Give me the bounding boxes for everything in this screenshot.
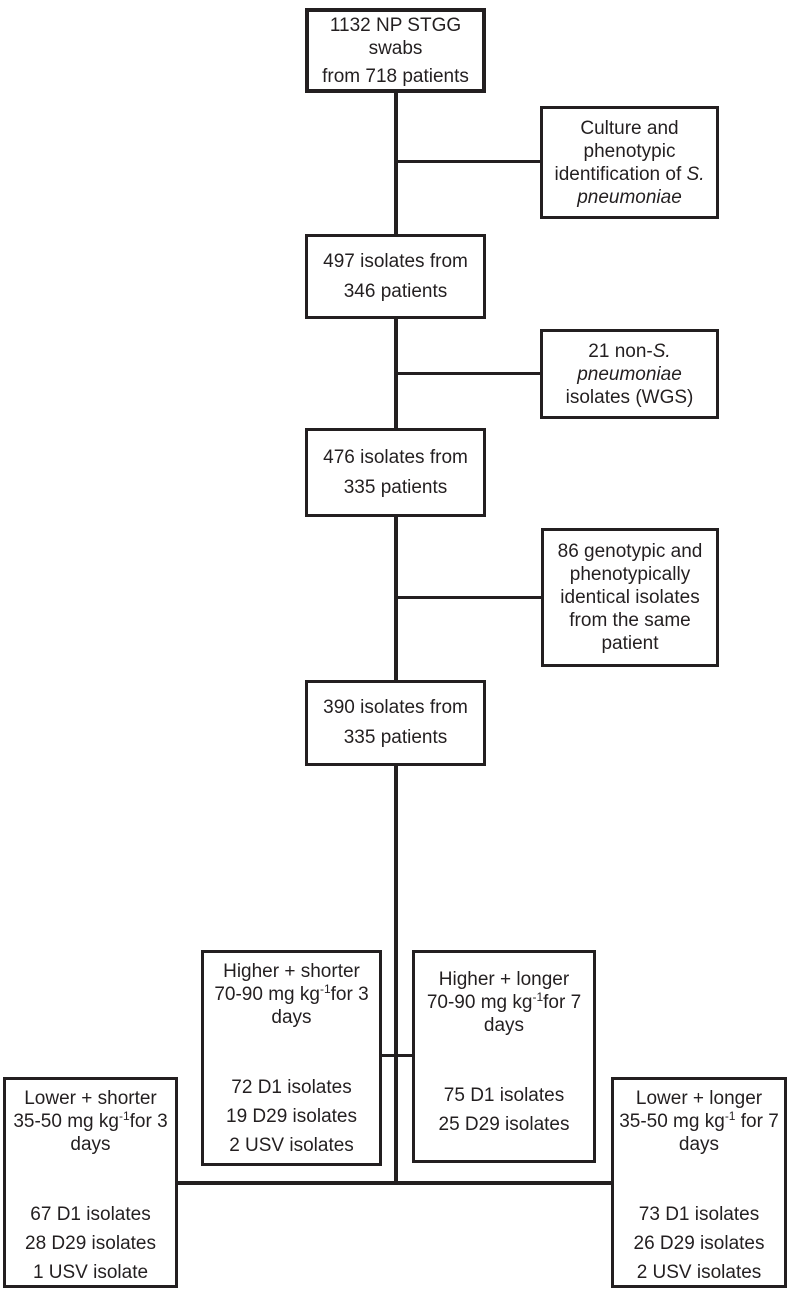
dose-superscript: -1 (532, 990, 544, 1004)
arm-stat-line: 25 D29 isolates (438, 1114, 570, 1135)
arm-stat-line: 67 D1 isolates (30, 1204, 151, 1225)
arm-title: Lower + shorter (24, 1088, 157, 1109)
arm-stat-line: 26 D29 isolates (633, 1233, 765, 1254)
box-476-isolates: 476 isolates from 335 patients (305, 428, 486, 517)
arm-title: Higher + shorter (223, 961, 360, 982)
arm-title: Higher + longer (438, 969, 570, 990)
identical-isolates-text: 86 genotypic and phenotypically identica… (557, 541, 703, 654)
arm-stats: 72 D1 isolates 19 D29 isolates 2 USV iso… (226, 1073, 357, 1160)
isolates-497-text: 497 isolates from 346 patients (323, 250, 468, 302)
arm-dose-text: 35-50 mg kg-1 for 7 days (619, 1109, 779, 1155)
non-pneumoniae-text: 21 non-S. pneumoniae isolates (WGS) (565, 340, 694, 408)
arm-stat-line: 73 D1 isolates (638, 1204, 760, 1225)
box-497-isolates: 497 isolates from 346 patients (305, 234, 486, 319)
swabs-patients-text: from 718 patients (322, 65, 469, 87)
arm-title: Lower + longer (635, 1088, 763, 1109)
dose-superscript: -1 (724, 1109, 736, 1123)
box-arm-higher-longer: Higher + longer 70-90 mg kg-1for 7 days … (412, 950, 596, 1163)
culture-identification-text: Culture and phenotypic identification of… (554, 117, 705, 208)
arm-stat-line: 2 USV isolates (229, 1135, 354, 1156)
arm-stat-line: 75 D1 isolates (443, 1085, 565, 1106)
arm-stat-line: 19 D29 isolates (226, 1106, 357, 1127)
arm-dose-text: 70-90 mg kg-1for 7 days (426, 990, 582, 1036)
box-arm-lower-longer: Lower + longer 35-50 mg kg-1 for 7 days … (611, 1077, 787, 1288)
dose-superscript: -1 (319, 982, 331, 996)
connector-stub-identical (397, 596, 543, 599)
connector-stub-culture (397, 160, 542, 163)
species-italic-text: S. pneumoniae (577, 163, 705, 208)
box-arm-lower-shorter: Lower + shorter 35-50 mg kg-1for 3 days … (3, 1077, 178, 1288)
isolates-390-text: 390 isolates from 335 patients (323, 697, 468, 748)
arm-stats: 67 D1 isolates 28 D29 isolates 1 USV iso… (25, 1200, 156, 1287)
arm-dose-text: 35-50 mg kg-1for 3 days (13, 1109, 168, 1155)
dose-superscript: -1 (118, 1109, 130, 1123)
arm-dose-text: 70-90 mg kg-1for 3 days (214, 982, 369, 1028)
arm-stats: 73 D1 isolates 26 D29 isolates 2 USV iso… (634, 1200, 765, 1287)
box-identical-isolates-excluded: 86 genotypic and phenotypically identica… (541, 528, 719, 667)
connector-bottom-horizontal (176, 1181, 613, 1185)
box-arm-higher-shorter: Higher + shorter 70-90 mg kg-1for 3 days… (201, 950, 382, 1166)
arm-stat-line: 2 USV isolates (636, 1262, 762, 1283)
box-swabs-total: 1132 NP STGG swabs from 718 patients (305, 8, 486, 93)
connector-stub-non-pneumoniae (397, 372, 542, 375)
box-culture-identification: Culture and phenotypic identification of… (540, 106, 719, 219)
arm-stat-line: 28 D29 isolates (25, 1233, 156, 1254)
box-non-pneumoniae-excluded: 21 non-S. pneumoniae isolates (WGS) (540, 329, 719, 419)
arm-stat-line: 1 USV isolate (32, 1262, 149, 1283)
swabs-count-text: 1132 NP STGG swabs (329, 14, 462, 59)
arm-stat-line: 72 D1 isolates (231, 1077, 352, 1098)
isolates-476-text: 476 isolates from 335 patients (323, 446, 468, 498)
species-italic-text: S. pneumoniae (577, 340, 682, 385)
connector-main-vertical (394, 90, 398, 1185)
connector-stub-middle-arms (380, 1054, 414, 1057)
arm-stats: 75 D1 isolates 25 D29 isolates (439, 1081, 570, 1139)
box-390-isolates: 390 isolates from 335 patients (305, 680, 486, 766)
